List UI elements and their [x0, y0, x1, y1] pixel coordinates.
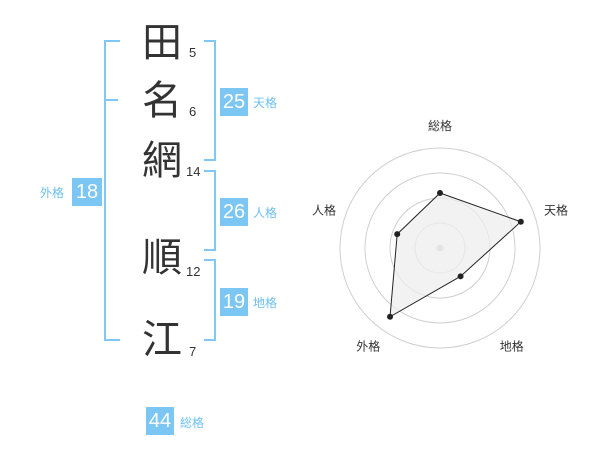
radar-point [437, 190, 443, 196]
radar-point [387, 313, 394, 320]
radar-point [457, 273, 464, 280]
gaikaku-label: 外格 [40, 186, 65, 200]
tenkaku-bracket [204, 40, 216, 161]
tenkaku-badge: 25 [220, 88, 248, 116]
radar-point [517, 218, 524, 225]
name-char-4: 順 [142, 235, 182, 281]
gaikaku-badge: 18 [72, 178, 102, 206]
radar-series [389, 192, 522, 318]
chikaku-bracket [204, 259, 216, 341]
jinkaku-badge: 26 [220, 198, 248, 226]
gaikaku-bracket-tick [104, 99, 118, 101]
name-char-2: 名 [142, 78, 182, 124]
radar-ring [364, 172, 516, 324]
name-char-1-strokes: 5 [189, 45, 197, 60]
radar-axis-label: 地格 [500, 339, 524, 354]
jinkaku-label: 人格 [253, 206, 278, 220]
chikaku-badge: 19 [220, 288, 248, 316]
soukaku-label: 総格 [180, 416, 205, 430]
radar-ring [339, 147, 541, 349]
jinkaku-bracket [204, 170, 216, 251]
gaikaku-bracket [104, 40, 120, 341]
name-char-4-strokes: 12 [186, 264, 201, 279]
name-char-5: 江 [142, 317, 182, 363]
radar-axis-label: 人格 [312, 202, 336, 217]
name-char-2-strokes: 6 [189, 104, 197, 119]
tenkaku-label: 天格 [253, 96, 278, 110]
name-char-5-strokes: 7 [189, 344, 197, 359]
chikaku-label: 地格 [253, 296, 278, 310]
soukaku-badge: 44 [146, 407, 174, 435]
radar-point [394, 231, 401, 238]
name-char-3-strokes: 14 [186, 164, 201, 179]
radar-axis-label: 天格 [544, 202, 568, 217]
radar-axis-label: 総格 [428, 118, 452, 133]
name-char-3: 網 [142, 138, 182, 184]
radar-axis-label: 外格 [356, 339, 380, 354]
name-char-1: 田 [142, 20, 182, 66]
